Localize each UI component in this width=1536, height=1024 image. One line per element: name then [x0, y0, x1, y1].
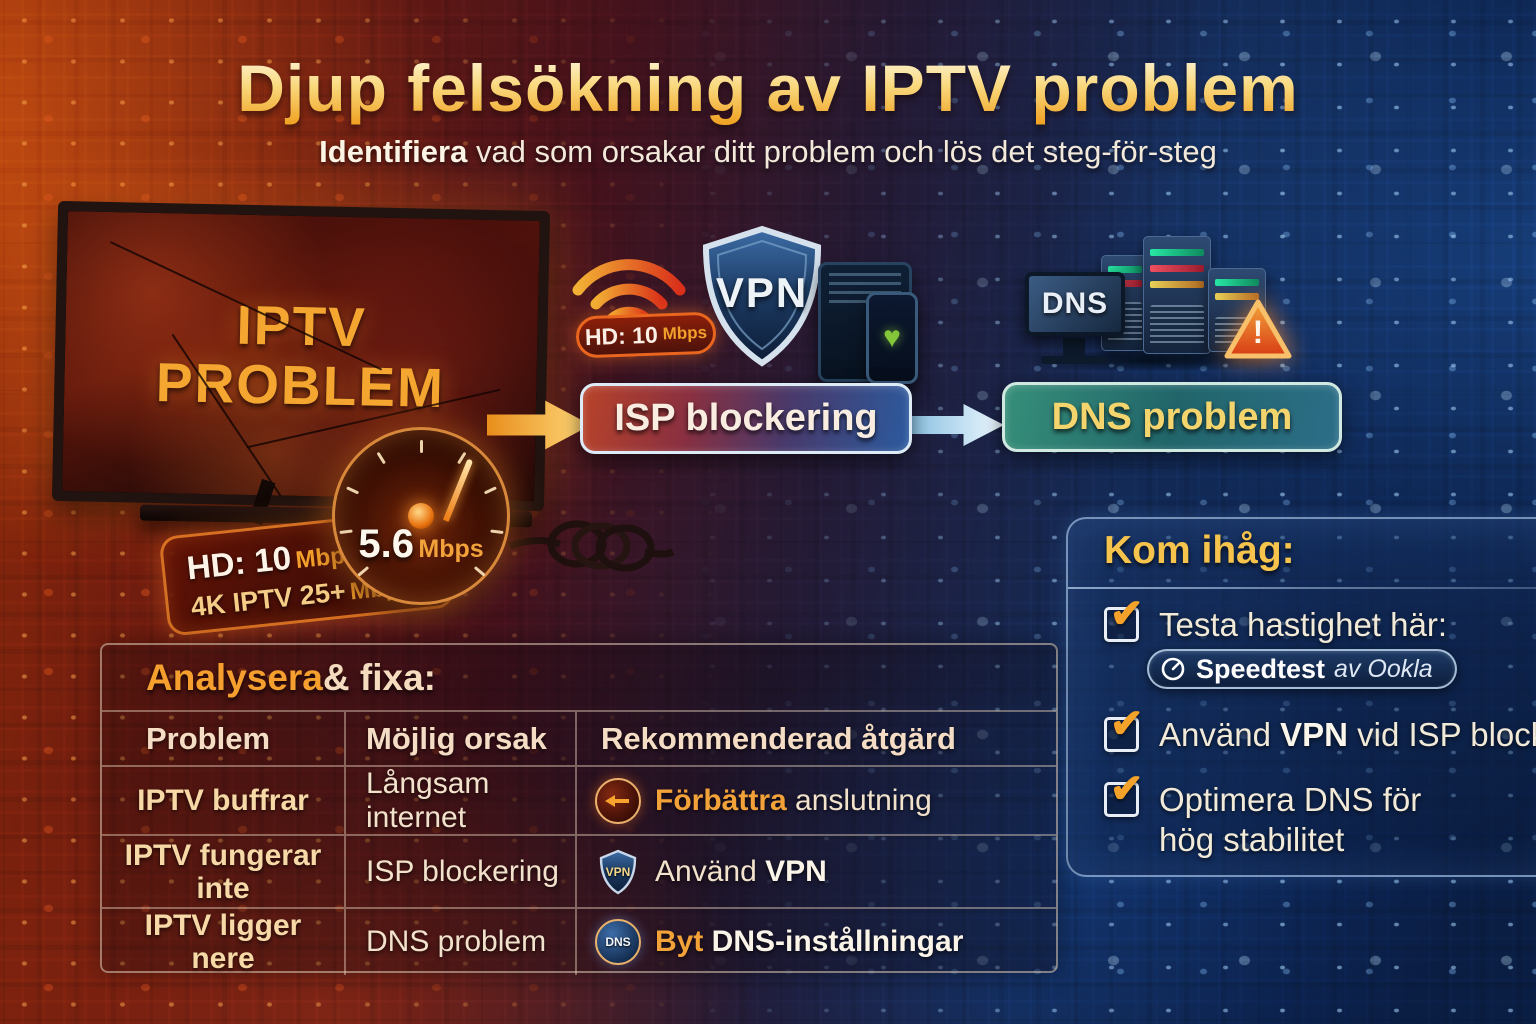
- gauge-tick: [419, 440, 423, 453]
- table-row-2-action: VPN Använd VPN: [575, 834, 1056, 907]
- column-header-cause: Möjlig orsak: [344, 710, 575, 765]
- checkmark-icon: ✔: [1110, 702, 1144, 746]
- monitor-stand: [1063, 338, 1085, 358]
- checkmark-icon: ✔: [1110, 767, 1144, 811]
- flow-arrow-blue-icon: [912, 404, 1004, 446]
- table-title: Analysera & fixa:: [146, 656, 436, 698]
- column-header-action: Rekommenderad åtgärd: [575, 710, 1056, 765]
- hd-speed-label: HD: 10: [184, 538, 293, 587]
- table-row-1-cause: Långsam internet: [344, 765, 575, 834]
- flow-step-dns: DNS problem: [1002, 382, 1342, 452]
- reminder-title: Kom ihåg:: [1104, 529, 1295, 572]
- analysis-table: Analysera & fixa: Problem Möjlig orsak R…: [100, 643, 1058, 975]
- flow-step-isp: ISP blockering: [580, 383, 912, 454]
- gauge-tick: [456, 451, 466, 465]
- reminder-panel: Kom ihåg: ✔ Testa hastighet här: Speedte…: [1066, 517, 1536, 877]
- checkbox-icon: ✔: [1104, 704, 1144, 752]
- table-row-3-cause: DNS problem: [344, 907, 575, 975]
- checkbox-icon: ✔: [1104, 769, 1144, 817]
- speedtest-button[interactable]: Speedtest av Ookla: [1147, 649, 1457, 689]
- gauge-action-icon: [595, 777, 641, 824]
- server-rack-icon: [1143, 236, 1211, 354]
- exclamation-glyph: !: [1252, 314, 1264, 350]
- gauge-tick: [376, 451, 386, 465]
- dns-action-icon: DNS: [595, 919, 641, 965]
- header: Djup felsökning av IPTV problem Identifi…: [0, 50, 1536, 170]
- column-header-problem: Problem: [102, 710, 344, 765]
- warning-triangle-icon: !: [1223, 298, 1293, 362]
- dns-label: DNS problem: [1051, 395, 1293, 438]
- reminder-item-dns: ✔ Optimera DNS för hög stabilitet: [1104, 769, 1421, 861]
- heart-icon: ♥: [883, 321, 901, 354]
- phone-icon: ♥: [866, 292, 918, 384]
- reminder-item-speedtest: ✔ Testa hastighet här:: [1104, 594, 1447, 645]
- gauge-tick: [483, 486, 497, 495]
- dns-monitor-label: DNS: [1041, 287, 1109, 320]
- isp-label: ISP blockering: [614, 397, 878, 439]
- dns-server-cluster: DNS !: [1005, 228, 1305, 378]
- vpn-shield-label: VPN: [715, 269, 809, 316]
- table-row-1-action: Förbättra anslutning: [575, 765, 1056, 834]
- checkbox-icon: ✔: [1104, 594, 1144, 642]
- gauge-tick: [356, 566, 369, 577]
- speedtest-gauge-icon: [1161, 657, 1185, 681]
- gauge-tick: [473, 566, 486, 577]
- table-row-2-problem: IPTV fungerar inte: [102, 834, 344, 907]
- page-subtitle: Identifiera vad som orsakar ditt problem…: [319, 134, 1217, 169]
- reminder-item-vpn: ✔ Använd VPN vid ISP block: [1104, 704, 1536, 755]
- wifi-speed-badge: HD: 10 Mbps: [575, 311, 717, 359]
- dns-monitor-icon: DNS: [1025, 272, 1125, 336]
- tv-screen-text: IPTV PROBLEM: [155, 293, 446, 420]
- cable-icon: [508, 520, 675, 572]
- table-row-1-problem: IPTV buffrar: [102, 765, 344, 834]
- panel-divider: [1068, 587, 1536, 589]
- speed-reading: 5.6 Mbps: [358, 522, 484, 566]
- table-row-3-action: DNS Byt DNS-instållningar: [575, 907, 1056, 975]
- speedometer-icon: 5.6 Mbps: [332, 427, 510, 605]
- vpn-action-icon: VPN: [595, 849, 641, 895]
- table-row-3-problem: IPTV ligger nere: [102, 907, 344, 975]
- checkmark-icon: ✔: [1110, 592, 1144, 636]
- vpn-shield-icon: VPN: [698, 225, 826, 367]
- gauge-needle: [442, 458, 474, 522]
- table-row-2-cause: ISP blockering: [344, 834, 575, 907]
- page-title: Djup felsökning av IPTV problem: [0, 50, 1536, 126]
- gauge-tick: [345, 486, 359, 495]
